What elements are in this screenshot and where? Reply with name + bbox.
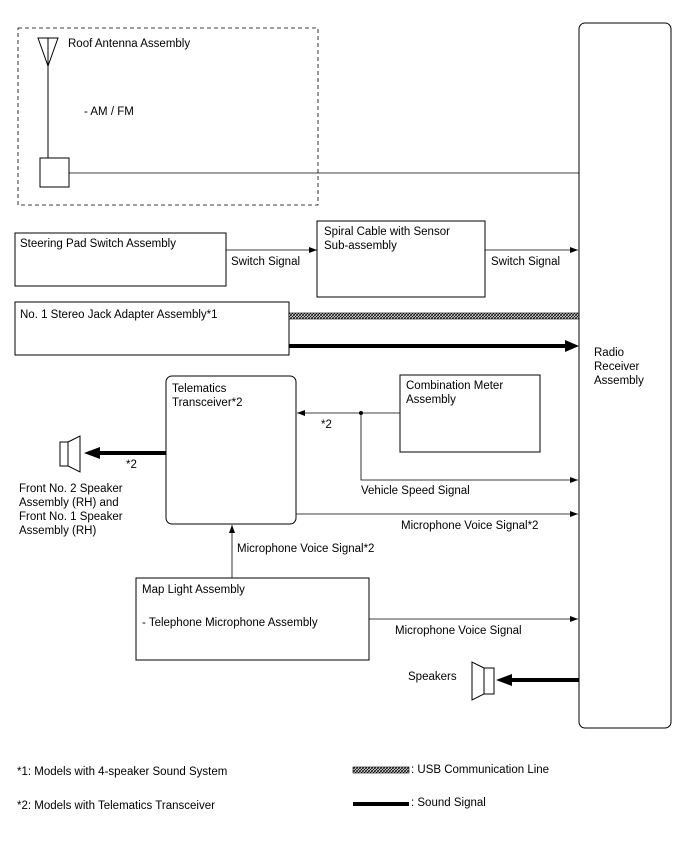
legend-usb-label: : USB Communication Line [411, 764, 549, 776]
map-light-note: - Telephone Microphone Assembly [142, 617, 318, 629]
map-light-box [135, 577, 370, 661]
front-speaker-label-1: Front No. 2 Speaker [19, 483, 123, 495]
mic-voice-star2-right-label: Microphone Voice Signal*2 [401, 520, 538, 532]
spiral-cable-label-1: Spiral Cable with Sensor [324, 226, 450, 238]
combination-meter-box [399, 374, 541, 453]
switch-signal-label-2: Switch Signal [491, 256, 560, 268]
speaker-star2-label: *2 [126, 459, 137, 471]
switch-signal-label-1: Switch Signal [231, 256, 300, 268]
radio-receiver-box [578, 22, 672, 729]
mic-voice-star2-up-label: Microphone Voice Signal*2 [237, 543, 374, 555]
vehicle-speed-label: Vehicle Speed Signal [361, 485, 470, 497]
stereo-jack-box [14, 301, 290, 356]
usb-line [288, 312, 580, 320]
combination-meter-label-1: Combination Meter [406, 380, 503, 392]
telematics-label-2: Transceiver*2 [172, 397, 243, 409]
steering-pad-title: Steering Pad Switch Assembly [20, 238, 176, 250]
radio-receiver-label-3: Assembly [594, 375, 644, 387]
meter-star2-label: *2 [321, 419, 332, 431]
steering-pad-box [14, 232, 227, 287]
stereo-jack-sound-signal [289, 340, 579, 352]
radio-to-speakers-sound [496, 674, 579, 686]
front-speaker-label-3: Front No. 1 Speaker [19, 511, 123, 523]
combination-meter-label-2: Assembly [406, 394, 456, 406]
legend-note-1: *1: Models with 4-speaker Sound System [17, 766, 227, 778]
legend-sound-label: : Sound Signal [411, 797, 486, 809]
mic-voice-label: Microphone Voice Signal [395, 625, 522, 637]
spiral-cable-label-2: Sub-assembly [324, 240, 397, 252]
telematics-label-1: Telematics [172, 383, 227, 395]
roof-antenna-dashed-border [17, 27, 319, 206]
spiral-cable-box [316, 220, 486, 298]
legend-usb-swatch [352, 766, 410, 774]
roof-antenna-note: - AM / FM [84, 106, 134, 118]
radio-receiver-label-1: Radio [594, 347, 624, 359]
front-speaker-label-2: Assembly (RH) and [19, 497, 119, 509]
telematics-to-speaker-sound [84, 447, 166, 459]
telematics-box [165, 375, 297, 525]
front-speaker-label-4: Assembly (RH) [19, 525, 96, 537]
speakers-icon [471, 661, 495, 701]
vehicle-speed-line [360, 413, 578, 483]
map-light-title: Map Light Assembly [142, 584, 245, 596]
roof-antenna-title: Roof Antenna Assembly [68, 38, 190, 50]
stereo-jack-title: No. 1 Stereo Jack Adapter Assembly*1 [20, 309, 218, 321]
front-speaker-icon [59, 435, 81, 473]
antenna-icon [37, 37, 59, 158]
legend-note-2: *2: Models with Telematics Transceiver [17, 800, 215, 812]
speakers-label: Speakers [408, 671, 457, 683]
roof-antenna-group: Roof Antenna Assembly - AM / FM [17, 27, 319, 206]
radio-receiver-label-2: Receiver [594, 361, 640, 373]
antenna-connector-box [39, 157, 70, 188]
